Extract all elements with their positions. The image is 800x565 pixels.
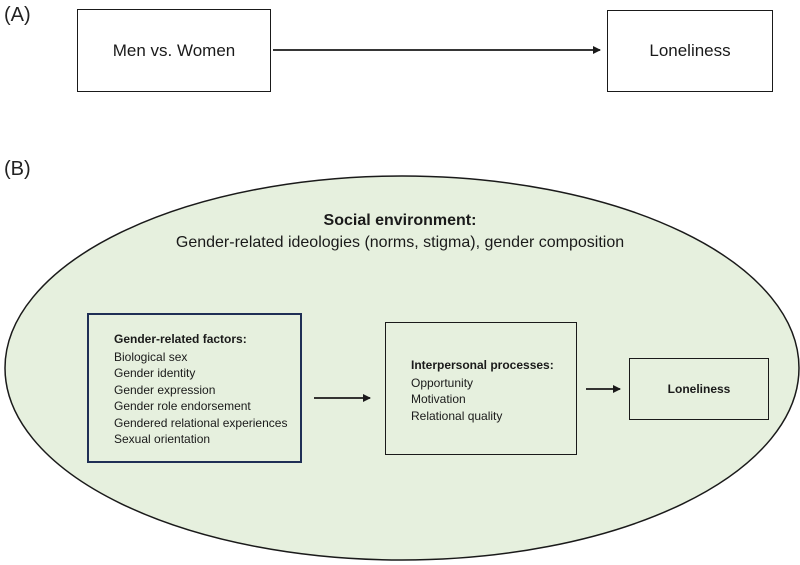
- gender-factors-heading: Gender-related factors:: [114, 332, 247, 346]
- men-vs-women-label: Men vs. Women: [112, 40, 236, 60]
- loneliness-box-b: Loneliness: [629, 358, 769, 420]
- social-environment-subheading: Gender-related ideologies (norms, stigma…: [175, 234, 625, 251]
- list-item: Gender expression: [114, 382, 216, 397]
- list-item: Biological sex: [114, 350, 188, 364]
- gender-factors-list: Biological sex Gender identity Gender ex…: [114, 349, 300, 447]
- interpersonal-processes-heading: Interpersonal processes:: [411, 358, 554, 372]
- list-item: Gender identity: [114, 366, 196, 381]
- loneliness-label-a: Loneliness: [649, 41, 731, 60]
- panel-a-label: (A): [4, 4, 31, 26]
- gender-factors-box: Gender-related factors: Biological sex G…: [87, 313, 302, 463]
- list-item: Relational quality: [411, 408, 503, 423]
- interpersonal-processes-list: Opportunity Motivation Relational qualit…: [411, 375, 576, 424]
- men-vs-women-box: Men vs. Women: [77, 9, 271, 92]
- list-item: Gendered relational experiences: [114, 415, 288, 430]
- list-item: Motivation: [411, 392, 466, 407]
- loneliness-box-a: Loneliness: [607, 10, 773, 92]
- list-item: Gender role endorsement: [114, 399, 251, 414]
- list-item: Opportunity: [411, 376, 474, 390]
- loneliness-label-b: Loneliness: [667, 382, 731, 396]
- interpersonal-processes-box: Interpersonal processes: Opportunity Mot…: [385, 322, 577, 455]
- panel-b-label: (B): [4, 158, 31, 180]
- social-environment-heading: Social environment:: [323, 212, 477, 229]
- list-item: Sexual orientation: [114, 432, 211, 447]
